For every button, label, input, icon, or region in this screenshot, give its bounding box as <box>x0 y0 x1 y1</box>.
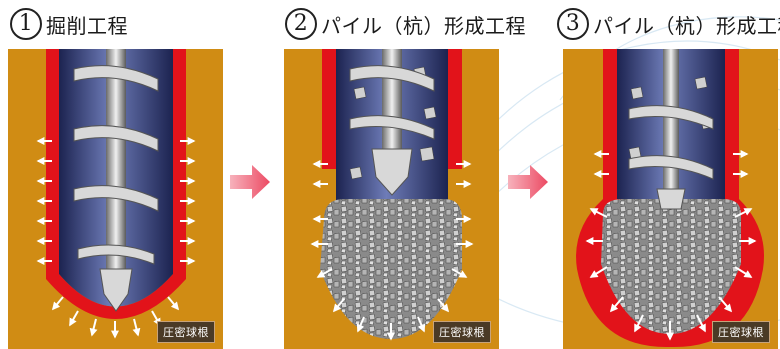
auger-shaft <box>663 49 679 189</box>
step-1-title: 1 掘削工程 <box>10 4 128 44</box>
step-2-label: パイル（杭）形成工程 <box>321 13 526 38</box>
step-2-number: 2 <box>285 8 317 40</box>
compaction-bulb-label: 圧密球根 <box>712 321 770 343</box>
compacted-zone <box>46 49 186 319</box>
auger-drill-icon <box>628 105 714 210</box>
compaction-bulb-label: 圧密球根 <box>433 321 491 343</box>
pressure-arrow-icon <box>585 150 757 341</box>
gravel-aggregate-icon <box>601 199 741 334</box>
flow-arrow-icon <box>230 165 270 199</box>
pile-forming-diagram-b <box>563 49 778 349</box>
step-1-number: 1 <box>10 8 42 40</box>
pile-forming-diagram-a <box>284 49 499 349</box>
gravel-aggregate-icon <box>320 199 462 339</box>
step-3-panel: 圧密球根 <box>563 49 778 349</box>
auger-drill-icon <box>349 65 435 196</box>
step-1-label: 掘削工程 <box>46 13 128 38</box>
step-1-panel: 圧密球根 <box>8 49 223 349</box>
flow-arrow-icon <box>508 165 548 199</box>
step-2-panel: 圧密球根 <box>284 49 499 349</box>
compaction-bulb-label: 圧密球根 <box>157 321 215 343</box>
auger-drill-icon <box>73 65 159 312</box>
auger-shaft <box>106 49 126 269</box>
step-3-label: パイル（杭）形成工程 <box>593 13 780 38</box>
step-2-title: 2 パイル（杭）形成工程 <box>285 4 526 44</box>
excavation-diagram <box>8 49 223 349</box>
step-3-title: 3 パイル（杭）形成工程 <box>557 4 780 44</box>
pressure-arrow-icon <box>310 160 474 341</box>
step-3-number: 3 <box>557 8 589 40</box>
pressure-arrow-icon <box>36 137 196 339</box>
